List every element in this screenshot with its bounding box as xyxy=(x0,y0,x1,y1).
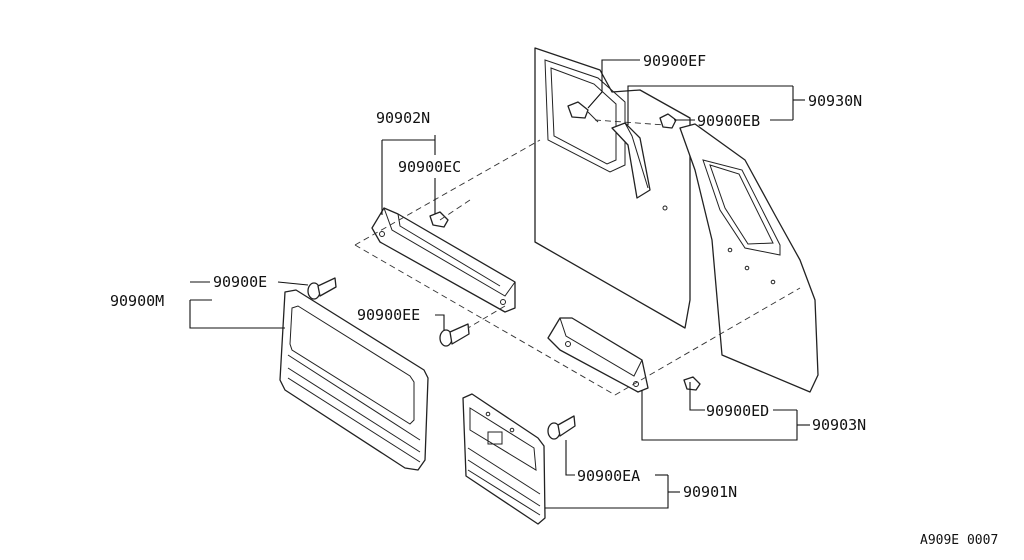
pillar-trim xyxy=(611,122,651,199)
upper-garnish xyxy=(371,207,516,313)
label-90901N: 90901N xyxy=(683,483,737,501)
label-90900EE: 90900EE xyxy=(357,306,420,324)
label-90900EB: 90900EB xyxy=(697,112,760,130)
assembly-guide-lines xyxy=(354,119,801,396)
lower-garnish xyxy=(547,317,649,393)
small-door-panel xyxy=(462,393,546,525)
fastener-90900EA xyxy=(547,415,576,440)
label-90900E: 90900E xyxy=(213,273,267,291)
label-90900EC: 90900EC xyxy=(398,158,461,176)
diagram-code: A909E 0007 xyxy=(920,533,998,548)
part-labels: 90900EF 90930N 90900EB 90902N 90900EC 90… xyxy=(110,52,998,548)
leader-lines xyxy=(189,59,810,509)
clip-90900ED xyxy=(683,376,701,391)
label-90930N: 90930N xyxy=(808,92,862,110)
clip-90900EC xyxy=(429,211,449,228)
label-90900M: 90900M xyxy=(110,292,164,310)
label-90902N: 90902N xyxy=(376,109,430,127)
label-90900EF: 90900EF xyxy=(643,52,706,70)
label-90900ED: 90900ED xyxy=(706,402,769,420)
rear-body-shell xyxy=(534,47,819,393)
large-trim-panel xyxy=(279,289,429,471)
label-90900EA: 90900EA xyxy=(577,467,640,485)
fastener-90900EE xyxy=(439,323,470,347)
label-90903N: 90903N xyxy=(812,416,866,434)
clip-90900EB xyxy=(659,113,677,129)
fastener-90900E xyxy=(307,277,337,300)
